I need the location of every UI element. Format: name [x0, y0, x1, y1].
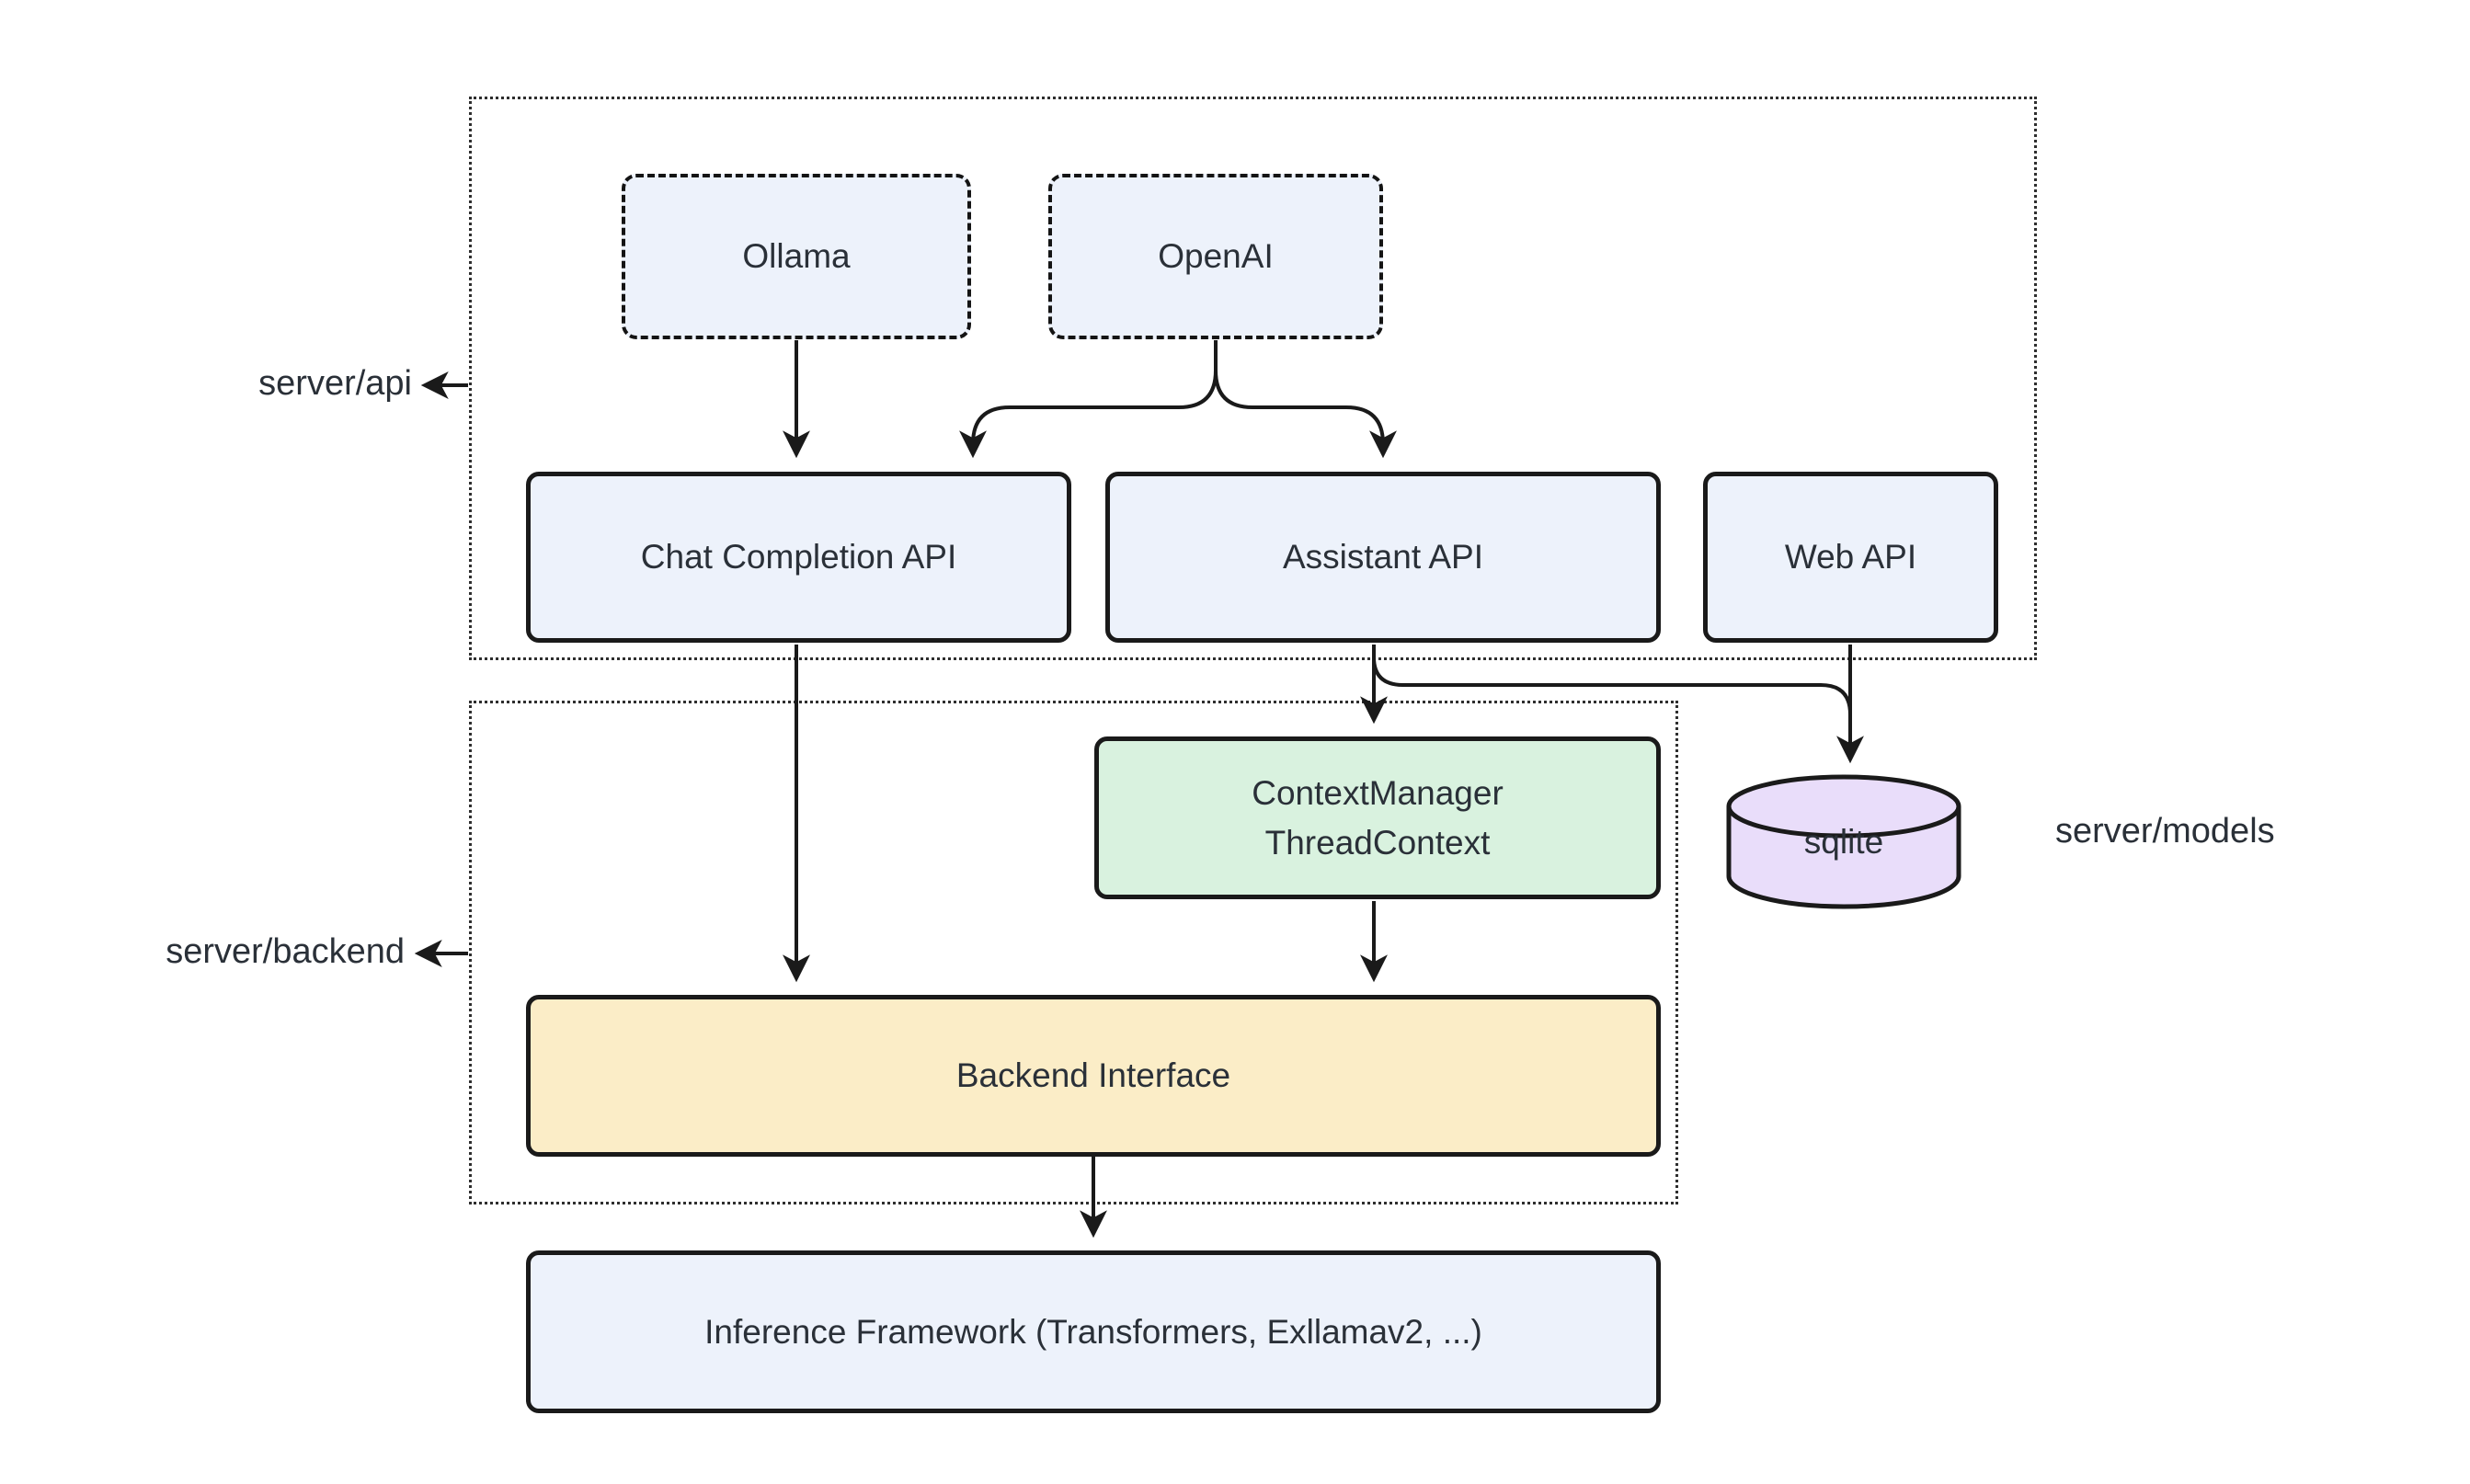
node-openai-label: OpenAI	[1158, 237, 1274, 276]
server-api-label: server/api	[258, 364, 412, 403]
node-backend-interface: Backend Interface	[526, 995, 1661, 1157]
sqlite-label: sqlite	[1803, 823, 1884, 861]
node-context-manager-line1: ContextManager	[1252, 773, 1504, 812]
container-server-api	[469, 97, 2037, 660]
node-assistant-api: Assistant API	[1105, 472, 1661, 643]
server-backend-label: server/backend	[166, 932, 405, 971]
node-ollama: Ollama	[622, 174, 971, 339]
server-models-label: server/models	[2055, 812, 2275, 850]
node-context-manager-line2: ThreadContext	[1264, 823, 1491, 862]
node-inference-framework: Inference Framework (Transformers, Exlla…	[526, 1250, 1661, 1413]
node-ollama-label: Ollama	[742, 237, 851, 276]
container-server-backend	[469, 701, 1678, 1204]
node-web-api-label: Web API	[1784, 538, 1917, 576]
node-backend-interface-label: Backend Interface	[955, 1056, 1231, 1095]
node-assistant-api-label: Assistant API	[1283, 538, 1483, 576]
node-chat-completion-api: Chat Completion API	[526, 472, 1071, 643]
node-inference-framework-label: Inference Framework (Transformers, Exlla…	[704, 1312, 1482, 1351]
node-chat-completion-api-label: Chat Completion API	[640, 538, 957, 576]
node-web-api: Web API	[1703, 472, 1998, 643]
node-openai: OpenAI	[1048, 174, 1383, 339]
node-context-manager: ContextManager ThreadContext	[1094, 736, 1661, 899]
